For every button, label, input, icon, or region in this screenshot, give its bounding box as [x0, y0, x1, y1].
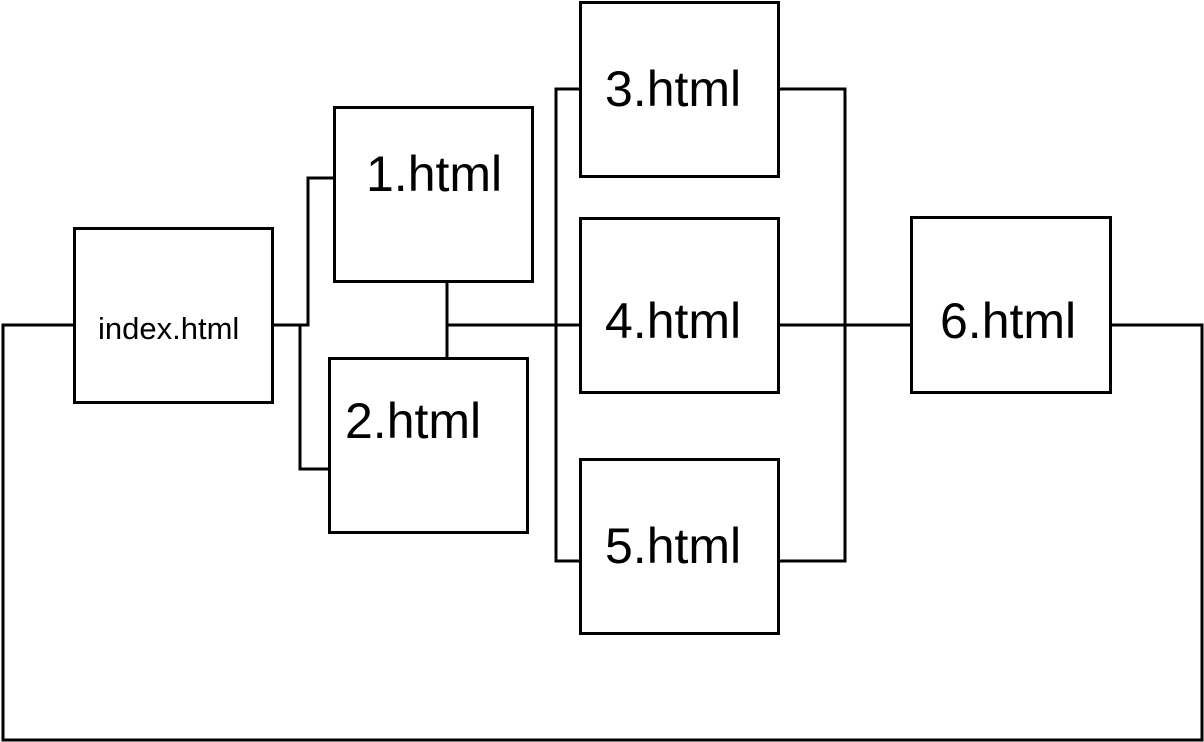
node-index-html: index.html — [73, 227, 274, 404]
node-label: 2.html — [345, 393, 482, 449]
edge-hub-to-5 — [554, 325, 579, 563]
node-2-html: 2.html — [328, 357, 529, 534]
node-4-html: 4.html — [579, 217, 780, 394]
node-label: 3.html — [605, 61, 742, 117]
edge-5-to-6 — [780, 325, 847, 563]
edge-index-to-2 — [298, 325, 328, 471]
node-label: index.html — [98, 311, 240, 346]
node-3-html: 3.html — [579, 1, 780, 178]
node-label: 5.html — [605, 518, 742, 574]
edge-6-to-index — [1, 323, 1204, 742]
node-label: 4.html — [605, 293, 742, 349]
node-6-html: 6.html — [910, 216, 1112, 394]
node-5-html: 5.html — [579, 458, 780, 635]
node-label: 6.html — [940, 293, 1077, 349]
edge-3-to-6 — [780, 87, 847, 325]
node-label: 1.html — [366, 146, 503, 202]
node-1-html: 1.html — [333, 106, 534, 283]
edge-hub-to-3 — [554, 87, 579, 325]
edge-index-to-1 — [274, 176, 333, 327]
